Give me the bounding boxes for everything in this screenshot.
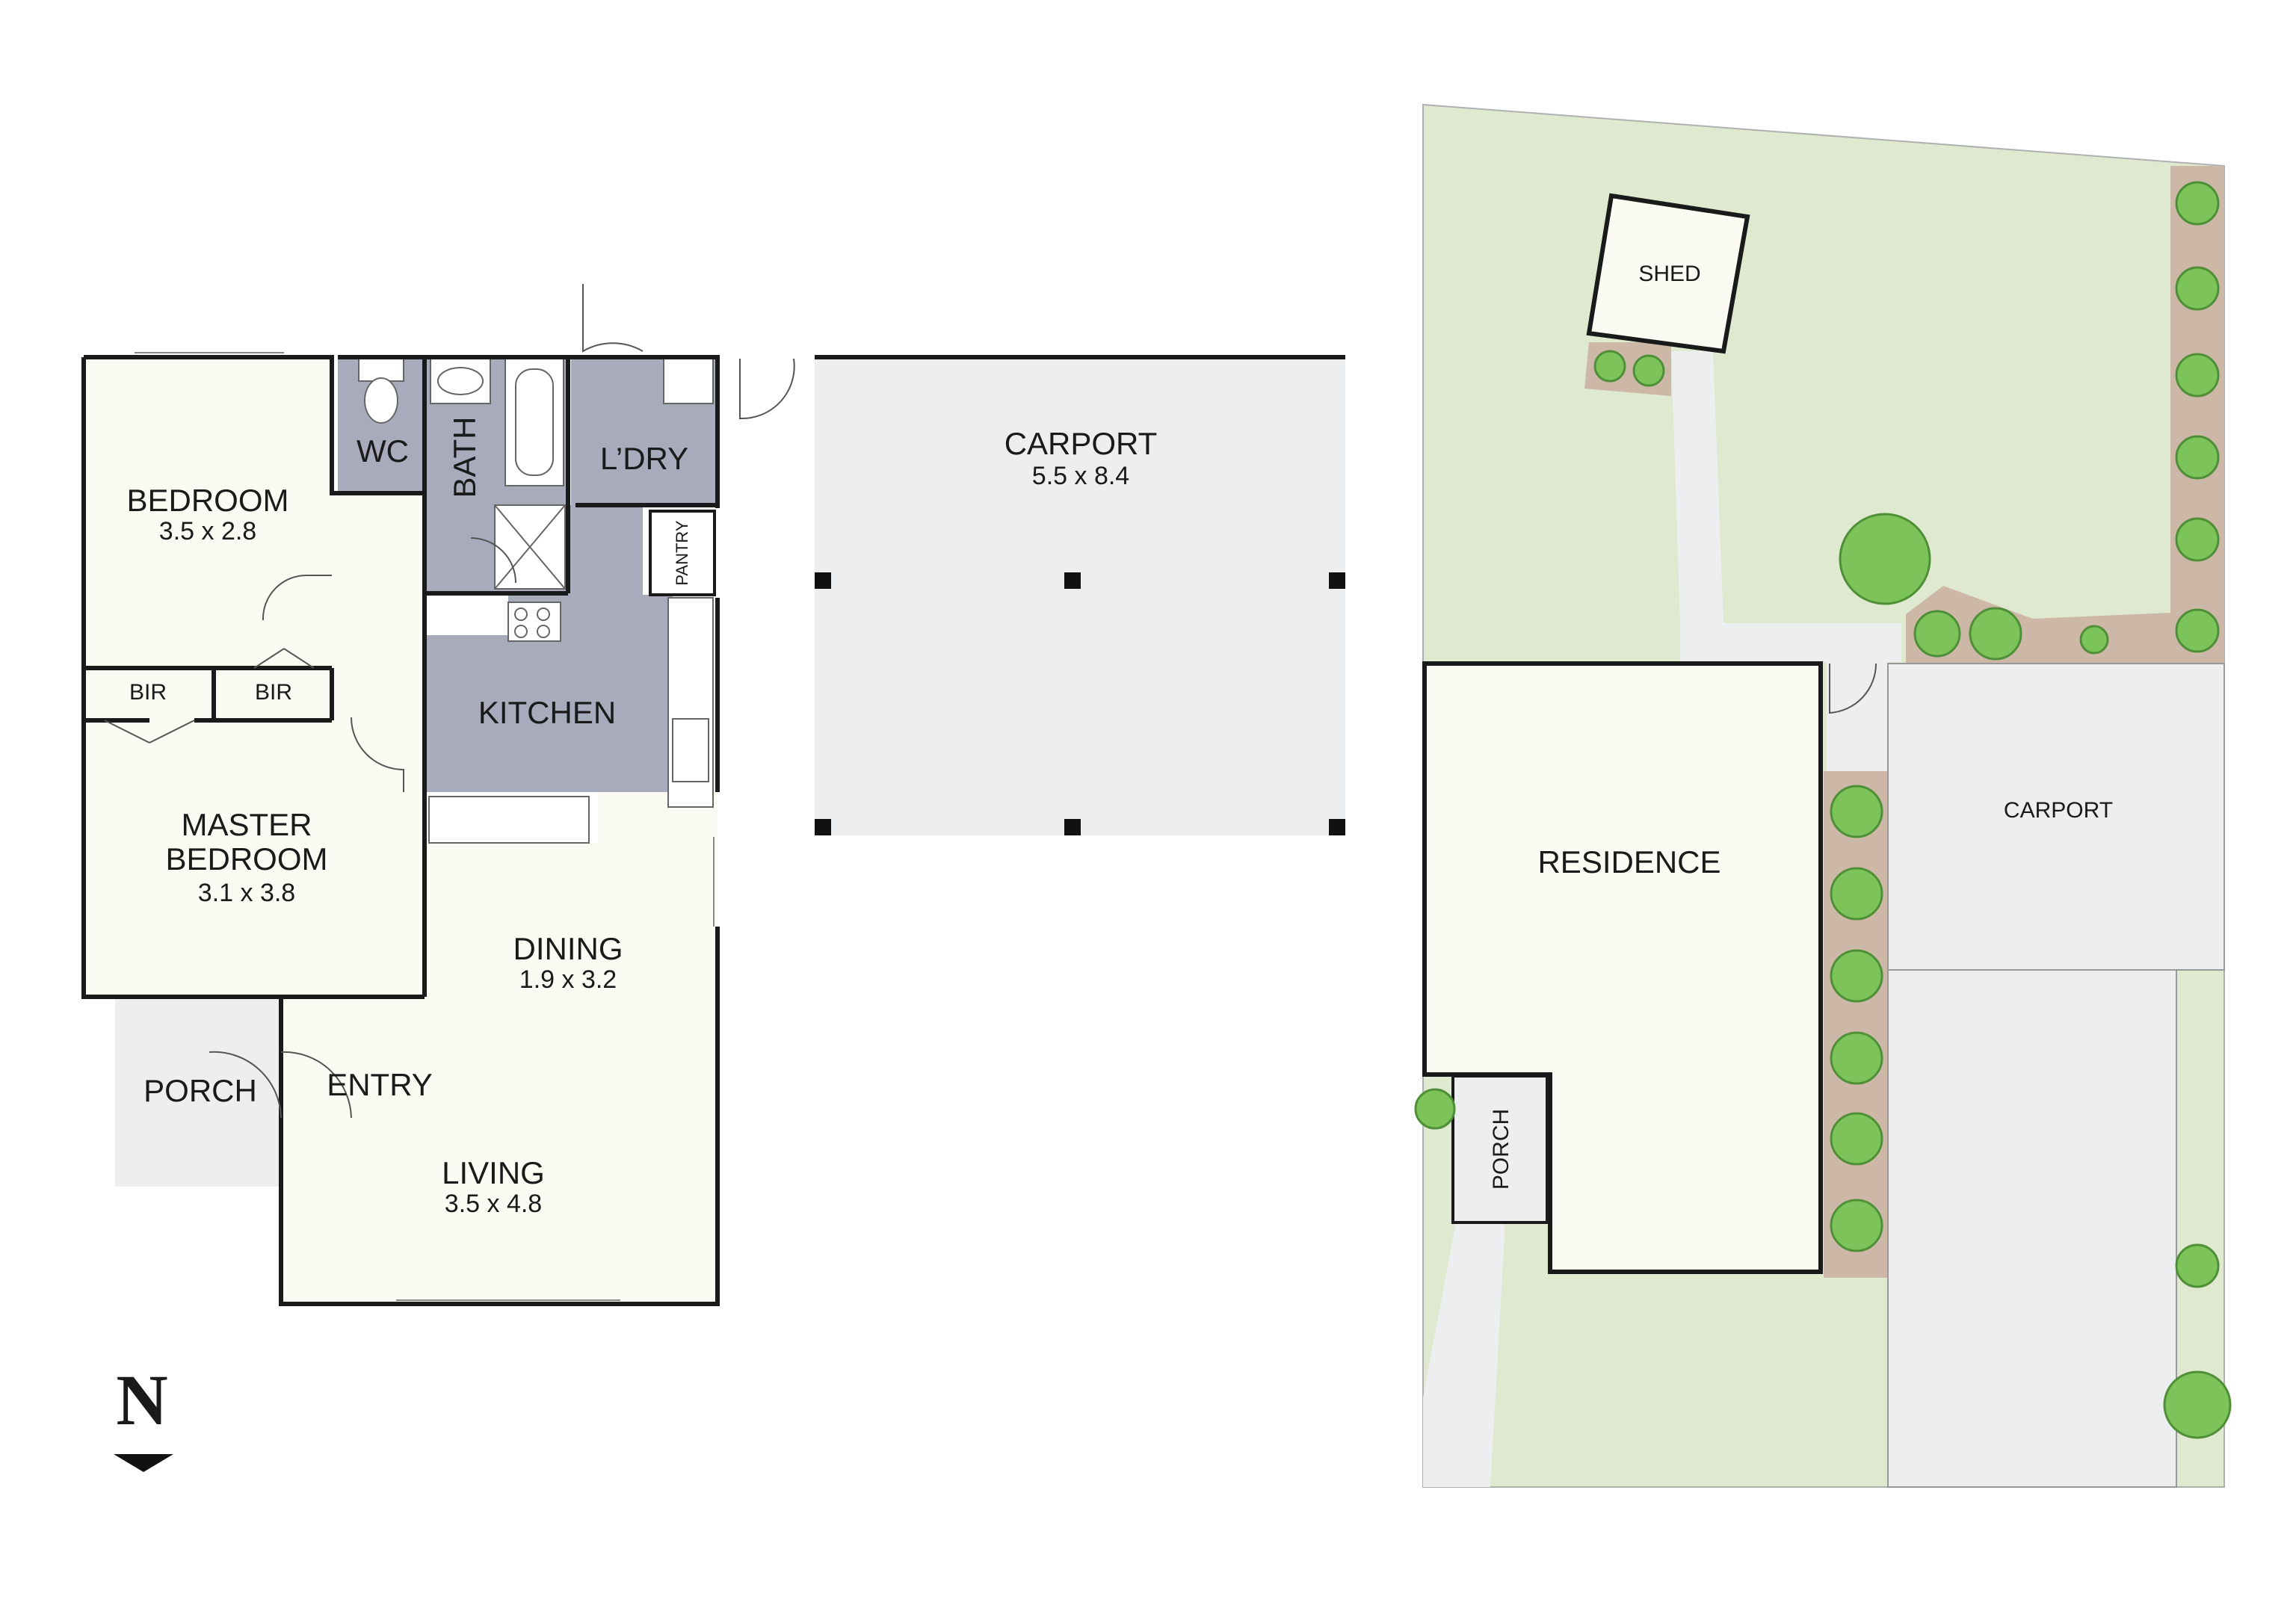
north-arrow-icon	[114, 1454, 173, 1472]
pantry-floor	[649, 510, 716, 596]
master-bedroom-label-line2: BEDROOM	[165, 841, 327, 877]
shed	[1586, 193, 1750, 354]
door-swings	[104, 284, 795, 1119]
bir-right-floor	[214, 668, 332, 720]
master-bedroom-label-line1: MASTER	[181, 807, 312, 842]
walls	[81, 355, 1345, 1306]
carport-floor	[815, 357, 1345, 835]
living-size: 3.5 x 4.8	[445, 1190, 542, 1218]
site-trees	[1414, 181, 2232, 1439]
garden-bed-side	[1824, 771, 1888, 1278]
site-porch-label: PORCH	[1489, 1109, 1513, 1190]
bir-right-label: BIR	[255, 680, 292, 705]
floor-plan: BEDROOM 3.5 x 2.8 WC BATH L’DRY PANTRY K…	[81, 284, 1345, 1472]
master-bedroom-floor	[84, 720, 425, 997]
bedroom-size: 3.5 x 2.8	[159, 517, 256, 545]
porch-label: PORCH	[144, 1073, 257, 1108]
bathroom-fixtures	[358, 358, 714, 844]
kitchen-label: KITCHEN	[478, 695, 616, 730]
bir-left-floor	[84, 668, 211, 720]
bedroom-label: BEDROOM	[126, 483, 288, 518]
kitchen-floor	[425, 505, 673, 792]
carport-posts	[815, 572, 1345, 835]
residence-label: RESIDENCE	[1537, 844, 1721, 879]
bedroom-floor	[84, 357, 332, 668]
driveway	[1887, 969, 2177, 1488]
north-compass: N	[114, 1360, 173, 1472]
north-letter: N	[116, 1360, 167, 1440]
carport-size: 5.5 x 8.4	[1032, 462, 1129, 490]
front-path	[1423, 1222, 1505, 1487]
living-label: LIVING	[442, 1155, 545, 1190]
path-to-shed	[1671, 351, 1723, 623]
windows	[135, 352, 715, 1301]
porch-floor	[115, 997, 281, 1187]
pantry-label: PANTRY	[673, 520, 691, 586]
site-carport	[1887, 663, 2225, 971]
dining-size: 1.9 x 3.2	[519, 965, 617, 994]
residence	[1422, 661, 1823, 1274]
laundry-label: L’DRY	[600, 441, 688, 476]
living-dining-floor	[281, 792, 718, 1304]
entry-label: ENTRY	[327, 1067, 433, 1102]
bath-label: BATH	[447, 417, 482, 498]
site-carport-label: CARPORT	[2004, 798, 2113, 823]
shed-label: SHED	[1638, 262, 1700, 286]
site-plan: SHED RESIDENCE CARPORT PORCH	[1414, 103, 2232, 1488]
path-side	[1827, 662, 1888, 771]
path-rear	[1680, 623, 1901, 662]
site-door-swing	[1829, 663, 1877, 714]
wc-label: WC	[357, 433, 409, 469]
carport-label: CARPORT	[1004, 426, 1158, 461]
dining-label: DINING	[513, 931, 623, 966]
site-porch	[1451, 1075, 1549, 1224]
bir-left-label: BIR	[129, 680, 167, 705]
master-bedroom-size: 3.1 x 3.8	[198, 879, 295, 907]
